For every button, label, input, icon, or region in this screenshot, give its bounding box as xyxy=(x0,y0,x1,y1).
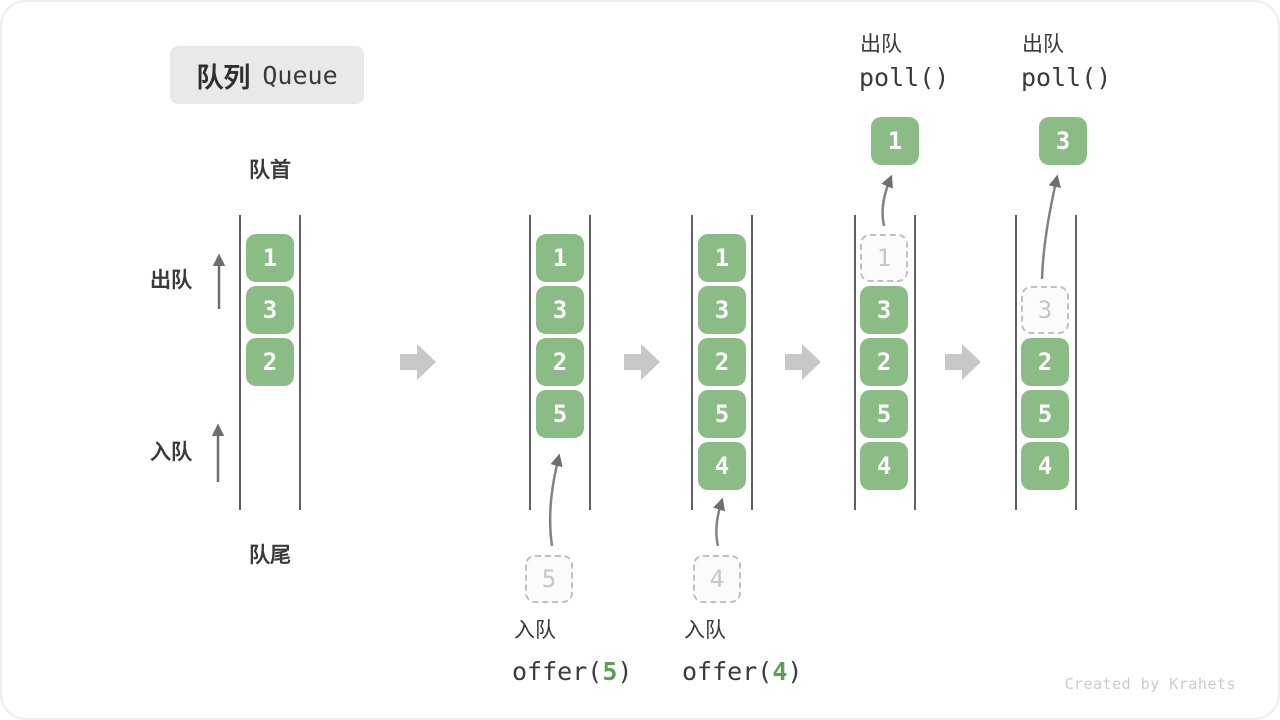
code-open: offer( xyxy=(512,657,603,686)
transition-arrow-1 xyxy=(400,344,436,380)
removed-item-box: 1 xyxy=(860,234,908,282)
queue-item: 5 xyxy=(698,390,746,438)
caption-dequeue-action: 出队 xyxy=(860,33,902,56)
queue-item: 4 xyxy=(698,442,746,490)
caption-dequeue-action: 出队 xyxy=(1022,33,1064,56)
queue-wall xyxy=(529,215,531,510)
queue-item: 2 xyxy=(860,338,908,386)
caption-poll: poll() xyxy=(859,63,950,92)
queue-item: 2 xyxy=(536,338,584,386)
queue-wall xyxy=(299,215,301,510)
label-queue-rear: 队尾 xyxy=(249,544,291,567)
queue-item: 1 xyxy=(698,234,746,282)
caption-enqueue-action: 入队 xyxy=(684,619,726,642)
title-badge: 队列 Queue xyxy=(170,46,364,104)
queue-item: 3 xyxy=(860,286,908,334)
dequeue-arrow-poll3 xyxy=(1040,174,1061,280)
code-arg: 5 xyxy=(602,657,618,686)
enqueue-arrow-offer4 xyxy=(713,497,726,547)
label-dequeue: 出队 xyxy=(150,269,192,292)
code-close: ) xyxy=(617,657,633,686)
polled-item-box: 3 xyxy=(1039,117,1087,165)
caption-offer-4: offer(4) xyxy=(682,657,802,687)
queue-item: 4 xyxy=(860,442,908,490)
queue-item: 1 xyxy=(536,234,584,282)
queue-item: 4 xyxy=(1021,442,1069,490)
incoming-item-box: 4 xyxy=(693,555,741,603)
title-en: Queue xyxy=(262,60,338,90)
queue-item: 1 xyxy=(246,234,294,282)
queue-wall xyxy=(914,215,916,510)
removed-item-box: 3 xyxy=(1021,286,1069,334)
caption-poll: poll() xyxy=(1021,63,1112,92)
queue-wall xyxy=(751,215,753,510)
caption-enqueue-action: 入队 xyxy=(514,619,556,642)
queue-wall xyxy=(1075,215,1077,510)
enqueue-arrow-offer5 xyxy=(548,453,563,547)
queue-item: 3 xyxy=(698,286,746,334)
polled-item-box: 1 xyxy=(871,117,919,165)
queue-wall xyxy=(854,215,856,510)
transition-arrow-2 xyxy=(624,344,660,380)
queue-item: 5 xyxy=(860,390,908,438)
title-zh: 队列 xyxy=(196,62,251,93)
incoming-item-box: 5 xyxy=(525,555,573,603)
queue-item: 5 xyxy=(1021,390,1069,438)
queue-item: 3 xyxy=(536,286,584,334)
label-queue-front: 队首 xyxy=(249,159,291,182)
queue-wall xyxy=(239,215,241,510)
queue-wall xyxy=(691,215,693,510)
queue-item: 2 xyxy=(698,338,746,386)
transition-arrow-3 xyxy=(785,344,821,380)
dequeue-arrow-poll1 xyxy=(881,174,893,227)
code-open: offer( xyxy=(682,657,773,686)
code-arg: 4 xyxy=(772,657,788,686)
queue-wall xyxy=(1015,215,1017,510)
queue-item: 2 xyxy=(246,338,294,386)
transition-arrow-4 xyxy=(945,344,981,380)
code-close: ) xyxy=(787,657,803,686)
queue-item: 2 xyxy=(1021,338,1069,386)
queue-item: 3 xyxy=(246,286,294,334)
watermark-credit: Created by Krahets xyxy=(1064,675,1236,693)
label-enqueue: 入队 xyxy=(150,441,192,464)
caption-offer-5: offer(5) xyxy=(512,657,632,687)
queue-item: 5 xyxy=(536,390,584,438)
queue-wall xyxy=(589,215,591,510)
